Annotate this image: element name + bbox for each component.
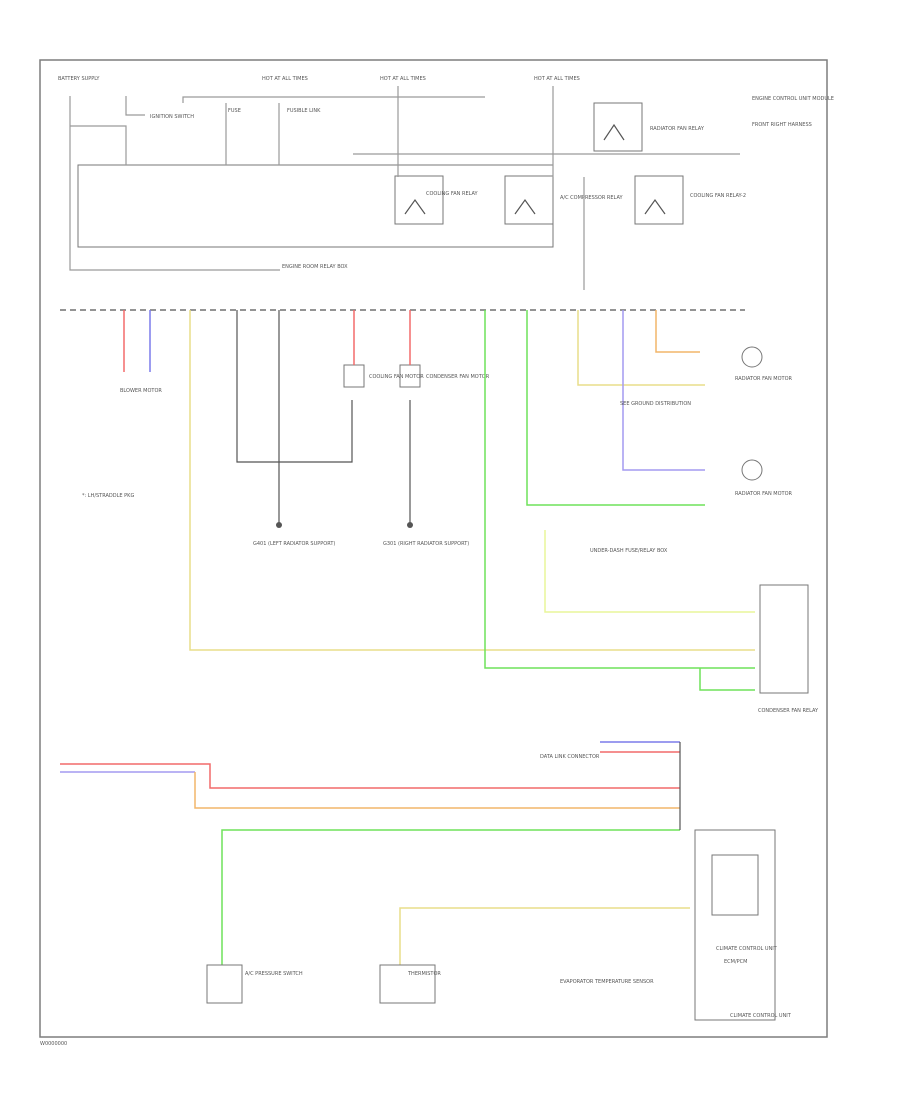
wire-purple-right: [622, 310, 705, 471]
wire-top-switch: [70, 125, 127, 165]
svg-text:RADIATOR FAN MOTOR: RADIATOR FAN MOTOR: [735, 376, 793, 382]
ecm-label: ECM/PCM: [724, 959, 747, 965]
svg-text:CLIMATE CONTROL UNIT: CLIMATE CONTROL UNIT: [730, 1013, 792, 1019]
climate-control-unit: CLIMATE CONTROL UNIT CLIMATE CONTROL UNI…: [694, 829, 792, 1021]
svg-text:G301 (RIGHT RADIATOR SUPPORT): G301 (RIGHT RADIATOR SUPPORT): [383, 541, 469, 547]
svg-text:COOLING FAN MOTOR: COOLING FAN MOTOR: [369, 374, 424, 380]
svg-text:RADIATOR FAN MOTOR: RADIATOR FAN MOTOR: [735, 491, 793, 497]
wire-red-bottom: [60, 763, 680, 789]
ac-compressor-relay: A/C COMPRESSOR RELAY: [504, 175, 623, 225]
radiator-fan-motor-2: RADIATOR FAN MOTOR: [735, 459, 793, 497]
under-dash-note: SEE GROUND DISTRIBUTION: [620, 401, 691, 407]
wire-green-right-3: [544, 530, 755, 613]
hot-label-2: HOT AT ALL TIMES: [380, 76, 426, 82]
cooling-fan-motor: COOLING FAN MOTOR: [343, 310, 424, 388]
svg-text:COOLING FAN RELAY: COOLING FAN RELAY: [426, 191, 479, 197]
cooling-fan-relay-2: COOLING FAN RELAY-2: [634, 175, 746, 225]
wire-green-right-2: [484, 310, 755, 669]
cooling-fan-relay: COOLING FAN RELAY: [394, 175, 479, 225]
footer-code: W0000000: [40, 1041, 67, 1047]
relay-box: [77, 164, 554, 248]
battery-label: BATTERY SUPPLY: [58, 76, 100, 82]
evaporator-sensor-label: EVAPORATOR TEMPERATURE SENSOR: [560, 979, 654, 985]
diagram-frame: [39, 59, 828, 1038]
condenser-fan-motor: CONDENSER FAN MOTOR: [399, 310, 490, 388]
data-link-label: DATA LINK CONNECTOR: [540, 754, 600, 760]
svg-text:RADIATOR FAN RELAY: RADIATOR FAN RELAY: [650, 126, 705, 132]
radiator-fan-motor-1: RADIATOR FAN MOTOR: [735, 346, 793, 382]
svg-text:A/C COMPRESSOR RELAY: A/C COMPRESSOR RELAY: [560, 195, 623, 201]
wire-bus-top: [182, 96, 485, 103]
fusible-link-label: FUSIBLE LINK: [287, 108, 321, 114]
wire-green-right-1: [526, 310, 705, 506]
wire-orange-bottom: [194, 772, 680, 809]
svg-text:CONDENSER FAN MOTOR: CONDENSER FAN MOTOR: [426, 374, 490, 380]
hot-label-3: HOT AT ALL TIMES: [534, 76, 580, 82]
blower-motor-label: BLOWER MOTOR: [120, 388, 162, 394]
wire-yellow-main: [189, 310, 755, 651]
ground-right: G301 (RIGHT RADIATOR SUPPORT): [383, 522, 469, 547]
radiator-fan-relay: RADIATOR FAN RELAY: [593, 102, 705, 152]
svg-text:CONDENSER FAN RELAY: CONDENSER FAN RELAY: [758, 708, 819, 714]
wire-dark-left: [236, 310, 353, 463]
fuse-box-label: FUSE: [228, 108, 241, 114]
engine-control-note: ENGINE CONTROL UNIT MODULE: [752, 96, 834, 102]
hot-label-1: HOT AT ALL TIMES: [262, 76, 308, 82]
wire-top-fuse: [125, 96, 145, 116]
wire-green-right-4: [699, 668, 755, 691]
wire-orange-right: [655, 310, 700, 353]
diagram-note: *: LH/STRADDLE PKG: [82, 493, 134, 499]
svg-text:COOLING FAN RELAY-2: COOLING FAN RELAY-2: [690, 193, 746, 199]
svg-text:A/C PRESSURE SWITCH: A/C PRESSURE SWITCH: [245, 971, 303, 977]
svg-text:CLIMATE CONTROL UNIT: CLIMATE CONTROL UNIT: [716, 946, 778, 952]
under-dash-harness-label: UNDER-DASH FUSE/RELAY BOX: [590, 548, 668, 554]
relay-box-caption: ENGINE ROOM RELAY BOX: [282, 264, 348, 270]
svg-text:G401 (LEFT RADIATOR SUPPORT): G401 (LEFT RADIATOR SUPPORT): [253, 541, 335, 547]
wire-yellow-right: [577, 310, 705, 386]
condenser-fan-relay: CONDENSER FAN RELAY: [758, 584, 819, 714]
ignition-switch-label: IGNITION SWITCH: [150, 114, 194, 120]
svg-text:THERMISTOR: THERMISTOR: [407, 971, 441, 977]
wire-top-left: [69, 96, 280, 271]
wire-yellow-bottom: [399, 907, 690, 965]
thermistor: THERMISTOR: [379, 964, 441, 1004]
front-right-harness-label: FRONT RIGHT HARNESS: [752, 122, 812, 128]
wire-green-bottom: [221, 829, 680, 965]
ground-left: G401 (LEFT RADIATOR SUPPORT): [253, 522, 335, 547]
pressure-switch: A/C PRESSURE SWITCH: [206, 964, 303, 1004]
